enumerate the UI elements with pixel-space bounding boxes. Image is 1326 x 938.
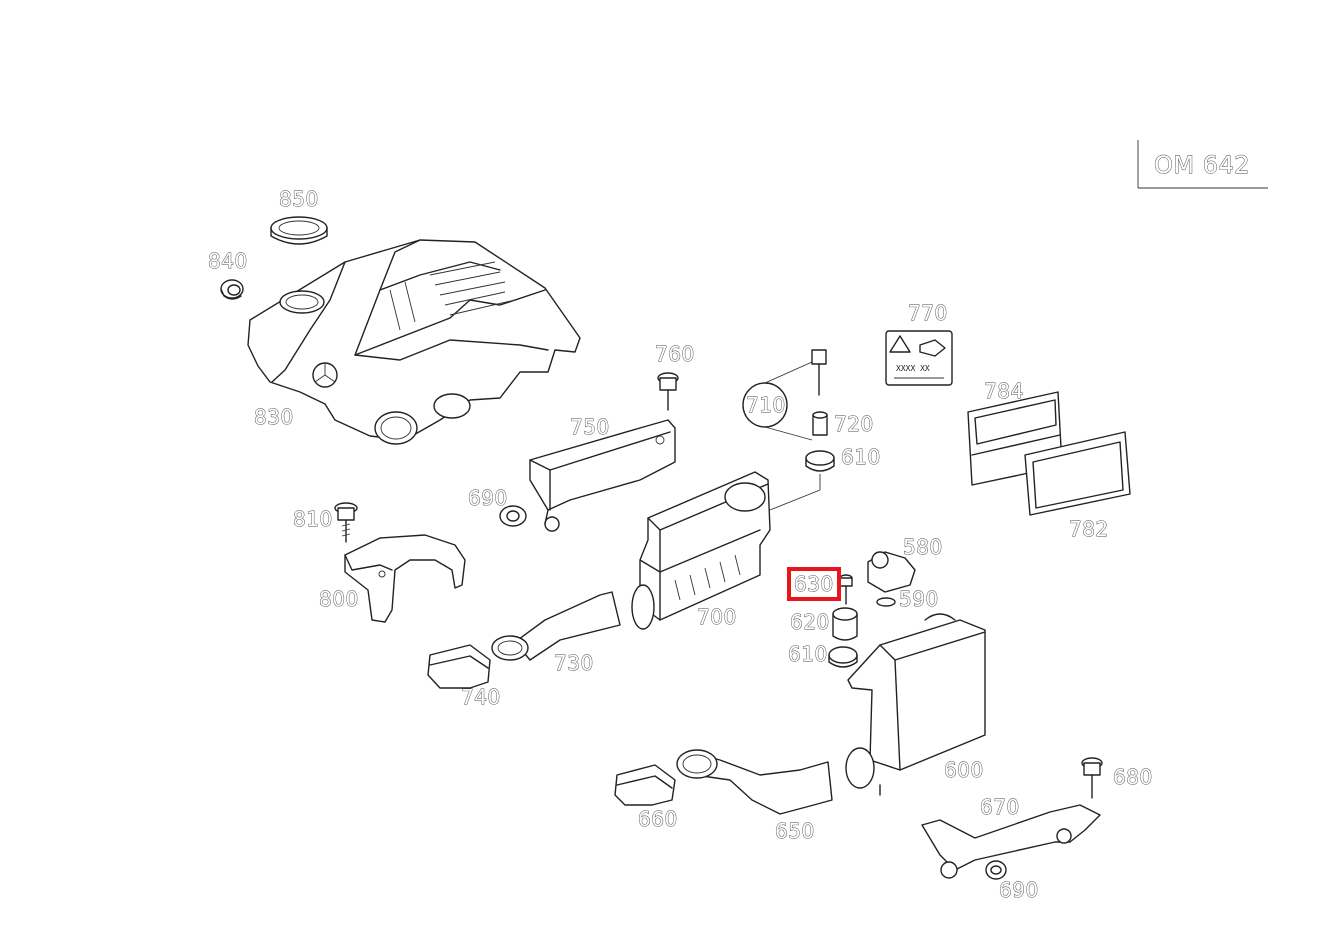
- callout-650[interactable]: 650: [775, 819, 815, 844]
- callout-580[interactable]: 580: [903, 535, 943, 560]
- callout-600[interactable]: 600: [944, 758, 984, 783]
- part-840-grommet[interactable]: [220, 279, 244, 300]
- part-810-bolt[interactable]: [334, 502, 358, 543]
- part-650-intake-hose[interactable]: [676, 749, 833, 815]
- part-630-bolt[interactable]: [839, 574, 853, 605]
- callout-830[interactable]: 830: [254, 405, 294, 430]
- part-760-bolt[interactable]: [657, 372, 679, 411]
- callout-850[interactable]: 850: [279, 187, 319, 212]
- part-600-air-filter-housing[interactable]: [845, 613, 986, 796]
- part-782-filter[interactable]: [1024, 431, 1131, 516]
- part-750-bracket[interactable]: [529, 419, 676, 532]
- callout-700[interactable]: 700: [697, 605, 737, 630]
- callout-750[interactable]: 750: [570, 415, 610, 440]
- part-620-sleeve[interactable]: [832, 607, 858, 641]
- part-740-air-duct[interactable]: [427, 644, 491, 689]
- part-850-grommet[interactable]: [270, 216, 328, 245]
- callout-840[interactable]: 840: [208, 249, 248, 274]
- callout-770[interactable]: 770: [908, 301, 948, 326]
- part-770-label[interactable]: XXXX XX: [885, 330, 953, 386]
- part-730-intake-hose[interactable]: [491, 591, 621, 661]
- part-700-air-filter-housing[interactable]: [631, 471, 771, 630]
- part-690-grommet-a[interactable]: [499, 505, 527, 527]
- callout-690-upper[interactable]: 690: [468, 486, 508, 511]
- part-610-bushing-a[interactable]: [769, 450, 835, 511]
- callout-710[interactable]: 710: [746, 393, 786, 418]
- callout-590[interactable]: 590: [899, 587, 939, 612]
- callout-690-lower[interactable]: 690: [999, 878, 1039, 903]
- part-710-pin-set[interactable]: [742, 349, 828, 441]
- callout-760[interactable]: 760: [655, 342, 695, 367]
- part-580-sensor[interactable]: [867, 551, 916, 593]
- callout-784[interactable]: 784: [984, 379, 1024, 404]
- part-660-air-duct[interactable]: [614, 764, 676, 806]
- callout-800[interactable]: 800: [319, 587, 359, 612]
- part-670-bracket[interactable]: [921, 804, 1101, 879]
- part-590-o-ring[interactable]: [876, 597, 896, 607]
- callout-810[interactable]: 810: [293, 507, 333, 532]
- callout-630[interactable]: 630: [794, 572, 834, 597]
- callout-782[interactable]: 782: [1069, 517, 1109, 542]
- callout-670[interactable]: 670: [980, 795, 1020, 820]
- callout-630-highlight: [787, 567, 841, 601]
- callout-610-lower[interactable]: 610: [788, 642, 828, 667]
- part-680-bolt[interactable]: [1081, 757, 1103, 799]
- part-830-engine-cover[interactable]: [247, 239, 581, 445]
- callout-740[interactable]: 740: [461, 685, 501, 710]
- callout-610-upper[interactable]: 610: [841, 445, 881, 470]
- callout-660[interactable]: 660: [638, 807, 678, 832]
- part-800-shield[interactable]: [344, 534, 466, 623]
- label-770-code: XXXX XX: [896, 364, 930, 373]
- engine-badge-text: OM 642: [1154, 151, 1250, 179]
- callout-720[interactable]: 720: [834, 412, 874, 437]
- callout-620[interactable]: 620: [790, 610, 830, 635]
- engine-badge: OM 642: [1137, 140, 1268, 189]
- part-690-grommet-b[interactable]: [985, 860, 1007, 880]
- callout-730[interactable]: 730: [554, 651, 594, 676]
- callout-680[interactable]: 680: [1113, 765, 1153, 790]
- part-610-bushing-b[interactable]: [828, 646, 858, 668]
